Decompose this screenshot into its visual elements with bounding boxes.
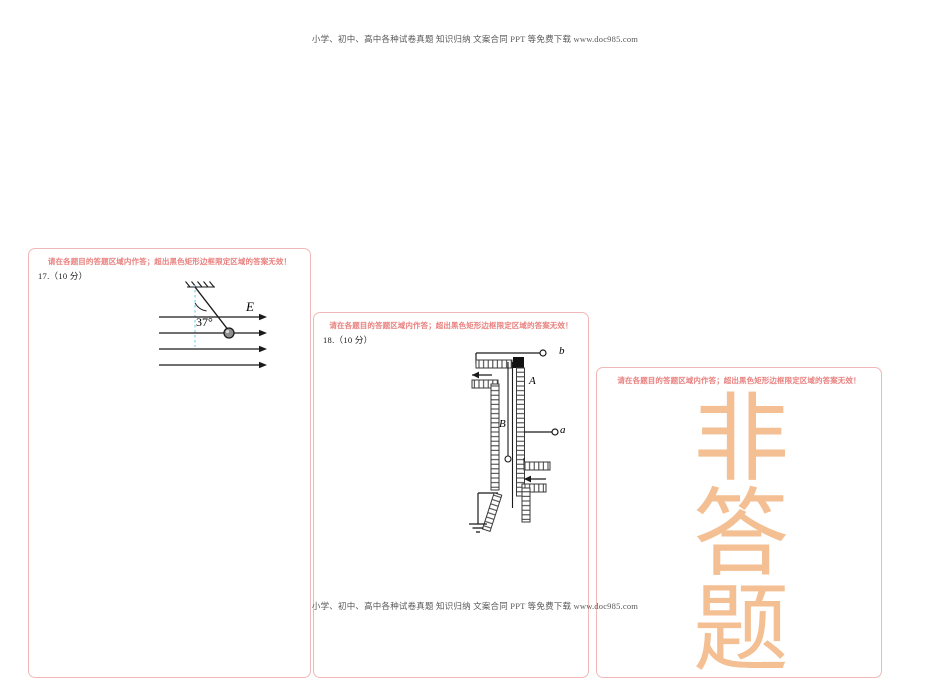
- question-number-label: 17.（10 分）: [38, 271, 88, 281]
- answer-panel-non-answer-area: 请在各题目的答题区域内作答；超出黑色矩形边框限定区域的答案无效！: [596, 367, 882, 678]
- pendulum-string: [194, 286, 230, 332]
- electric-field-arrowheads: [259, 313, 267, 369]
- ceiling-support-icon: [185, 281, 215, 288]
- figure-charged-ball-in-electric-field: 37° E: [157, 279, 277, 379]
- terminal-label-a: a: [560, 424, 566, 436]
- footer-watermark-note: 小学、初中、高中各种试卷真题 知识归纳 文案合同 PPT 等免费下载 www.d…: [311, 601, 639, 611]
- slider-arrow-upper-head: [472, 371, 479, 379]
- question-number-label: 18.（10 分）: [323, 335, 373, 345]
- answer-panel-question-18: 请在各题目的答题区域内作答；超出黑色矩形边框限定区域的答案无效！ 18.（10 …: [313, 312, 589, 678]
- field-label-E: E: [246, 299, 254, 314]
- vertical-coil-right-lower: [521, 487, 531, 523]
- slider-block: [513, 357, 524, 368]
- electric-field-lines: [159, 316, 259, 366]
- panel-warning-text: 请在各题目的答题区域内作答；超出黑色矩形边框限定区域的答案无效！: [329, 321, 573, 330]
- panel-warning-text: 请在各题目的答题区域内作答；超出黑色矩形边框限定区域的答案无效！: [617, 376, 861, 385]
- slanted-coil: [481, 492, 503, 533]
- vertical-rail-B: [507, 362, 514, 508]
- component-label-B: B: [499, 418, 506, 430]
- rail-B-end-node: [504, 455, 512, 463]
- terminal-label-b: b: [559, 345, 565, 357]
- answer-panel-question-17: 请在各题目的答题区域内作答；超出黑色矩形边框限定区域的答案无效！ 17.（10 …: [28, 248, 311, 678]
- horizontal-coil-top: [475, 359, 513, 369]
- slider-arrow-lower-head: [524, 475, 531, 483]
- vertical-coil-left: [490, 383, 500, 491]
- angle-label: 37°: [196, 315, 213, 329]
- charged-ball-icon: [223, 327, 235, 339]
- angle-arc: [194, 302, 207, 312]
- terminal-a-node: [551, 428, 559, 436]
- figure-rheostat-circuit-diagram: A B b a: [464, 345, 584, 553]
- panel-warning-text: 请在各题目的答题区域内作答；超出黑色矩形边框限定区域的答案无效！: [47, 257, 292, 266]
- component-label-A: A: [529, 375, 536, 387]
- vertical-coil-A: [516, 367, 525, 497]
- terminal-b-node: [539, 349, 547, 357]
- ground-symbol-icon: [469, 523, 487, 533]
- horizontal-coil-right-upper: [523, 461, 551, 471]
- header-watermark-note: 小学、初中、高中各种试卷真题 知识归纳 文案合同 PPT 等免费下载 www.d…: [311, 34, 639, 44]
- ball-highlight: [225, 329, 230, 334]
